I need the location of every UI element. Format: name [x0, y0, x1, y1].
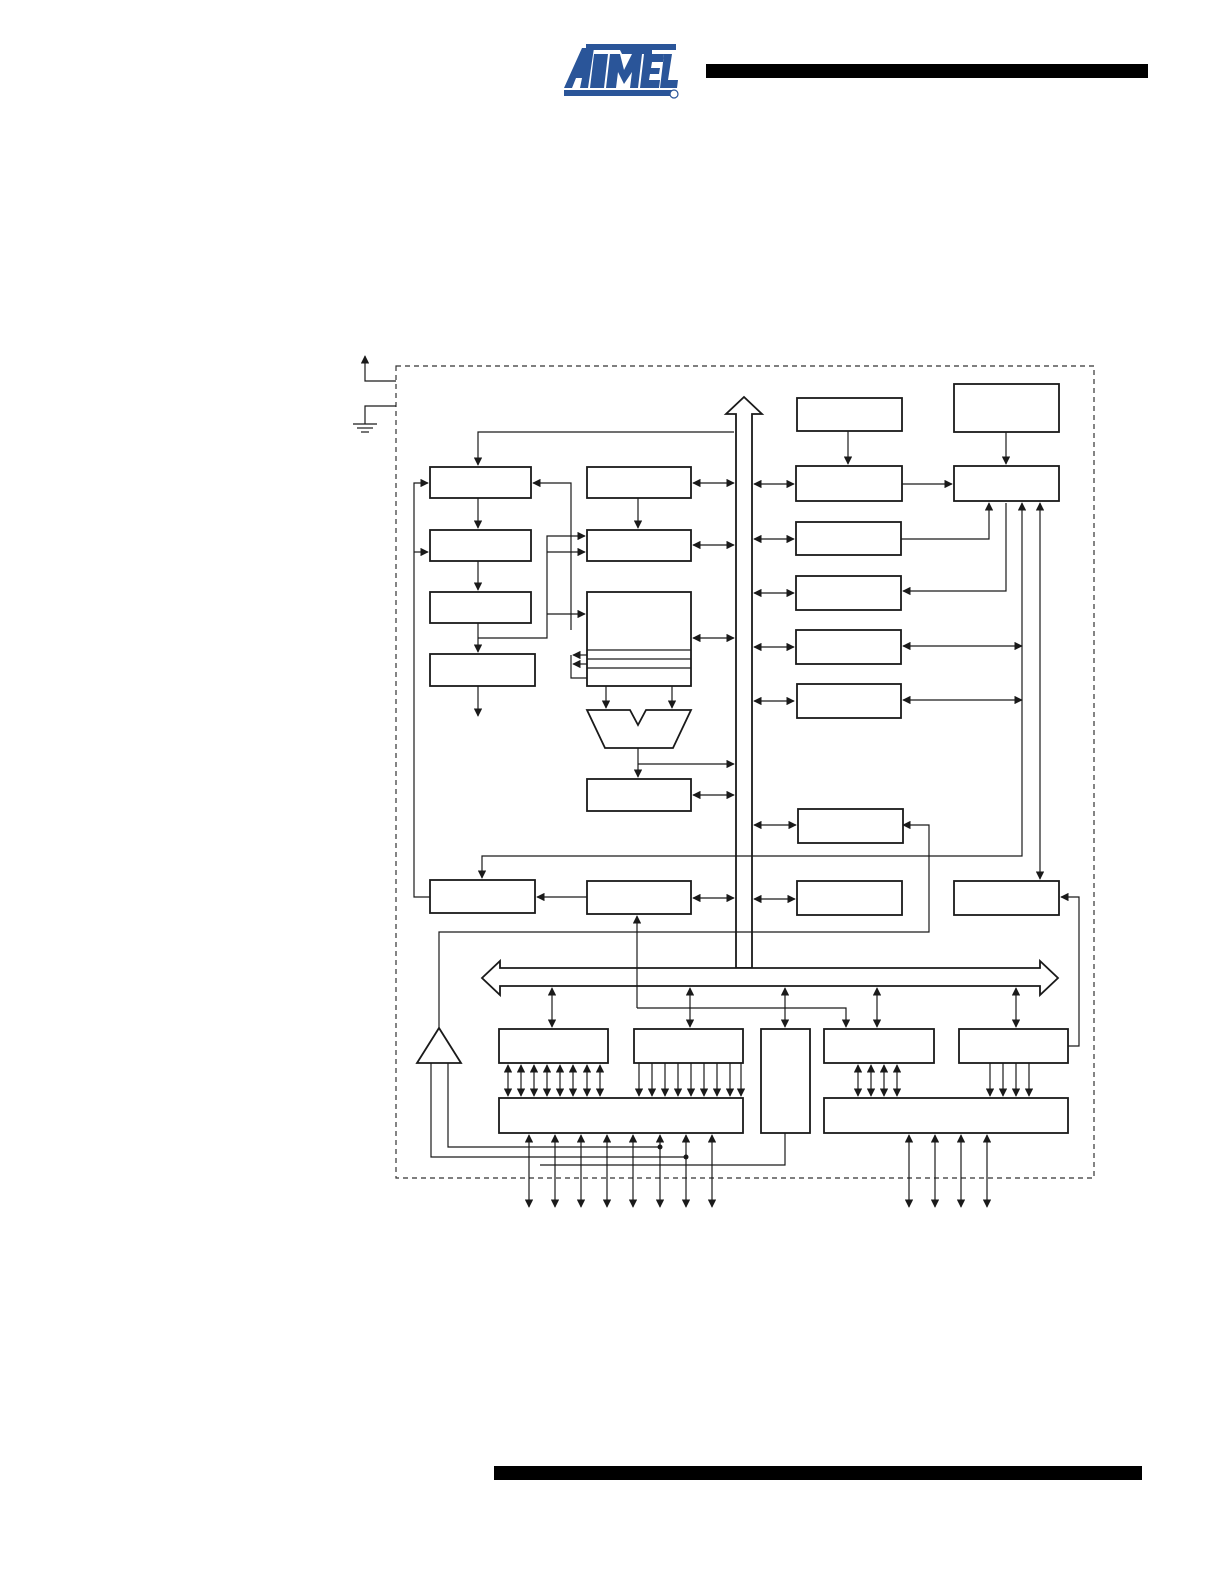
signal-line — [637, 1007, 851, 1028]
port-a-drivers — [498, 1097, 744, 1134]
watchdog-timer — [795, 465, 903, 502]
adc — [953, 880, 1060, 916]
data-dir-register-port-b — [958, 1028, 1069, 1064]
signal-line — [413, 478, 430, 898]
alu — [585, 709, 693, 749]
mcu-control-register — [795, 521, 902, 556]
program-flash — [429, 879, 536, 914]
data-bus-horizontal — [480, 958, 1060, 998]
footer-rule — [494, 1466, 1142, 1480]
status-register — [586, 778, 692, 812]
analog-mux — [760, 1028, 811, 1134]
sram — [586, 529, 692, 562]
stack-pointer — [586, 466, 692, 499]
comparator-triangle — [415, 1026, 463, 1064]
instruction-register — [429, 529, 532, 562]
control-lines — [429, 653, 536, 687]
signal-line — [902, 503, 1007, 596]
atmel-logo-mark — [564, 44, 679, 99]
vcc-pin — [360, 355, 396, 382]
signal-line — [532, 478, 572, 630]
signal-line — [477, 502, 1027, 879]
oscillator — [953, 383, 1060, 433]
data-dir-register-port-a — [633, 1028, 744, 1064]
usart — [586, 880, 692, 915]
general-purpose-registers — [586, 591, 692, 687]
internal-oscillator — [796, 397, 903, 432]
eeprom — [796, 880, 903, 916]
signal-line — [570, 655, 587, 679]
signal-line — [473, 431, 734, 466]
chip-boundary — [395, 365, 1095, 1179]
port-b-drivers — [823, 1097, 1069, 1134]
signal-line — [447, 1063, 660, 1148]
junction-dot — [657, 1144, 663, 1150]
program-counter — [429, 466, 532, 499]
signal-line — [438, 820, 930, 1028]
spi-unit — [796, 683, 902, 719]
interrupt-unit — [795, 629, 902, 665]
signal-line — [901, 502, 994, 540]
timer-counter — [795, 575, 902, 611]
signal-line — [540, 1133, 786, 1166]
signal-line — [430, 1063, 686, 1158]
ground-symbol — [353, 405, 396, 433]
connection-lines — [413, 431, 1080, 1208]
timing-and-control — [953, 465, 1060, 502]
header-rule — [706, 64, 1148, 78]
data-register-port-a — [498, 1028, 609, 1064]
signal-line — [1060, 892, 1080, 1047]
atmel-logo — [564, 44, 679, 99]
analog-comparator — [797, 808, 904, 844]
instruction-decoder — [429, 591, 532, 624]
data-register-port-b — [823, 1028, 935, 1064]
junction-dot — [683, 1154, 689, 1160]
